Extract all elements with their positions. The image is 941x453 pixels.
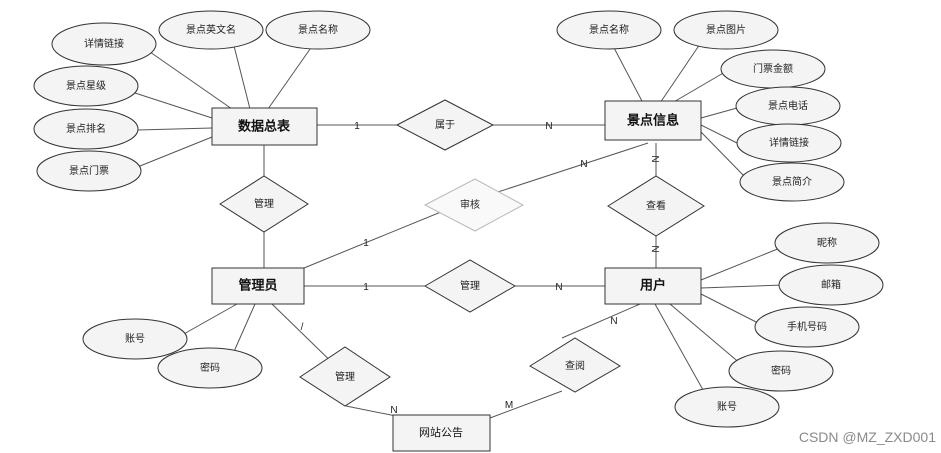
attribute-label: 账号 xyxy=(125,333,145,345)
attribute-summary-detail-link: 详情链接 xyxy=(51,22,157,66)
relation-belongs: 属于 xyxy=(395,99,495,151)
cardinality-label: N xyxy=(545,121,552,132)
attribute-user-password: 密码 xyxy=(728,350,834,392)
attribute-summary-ticket: 景点门票 xyxy=(36,150,142,192)
relation-label: 查看 xyxy=(646,199,666,212)
attribute-label: 景点简介 xyxy=(772,175,812,188)
attribute-label: 门票金额 xyxy=(753,62,793,75)
relation-query: 查阅 xyxy=(529,337,621,393)
entity-user: 用户 xyxy=(604,267,702,305)
attribute-summary-english-name: 景点英文名 xyxy=(158,10,264,50)
entity-label: 景点信息 xyxy=(627,113,679,129)
admin-attributes: 账号 密码 xyxy=(82,318,263,389)
cardinality-label: M xyxy=(505,400,513,411)
attribute-label: 景点星级 xyxy=(66,80,106,92)
attribute-user-nickname: 昵称 xyxy=(774,222,880,264)
attribute-label: 密码 xyxy=(771,364,791,377)
attribute-scenic-detail-link: 详情链接 xyxy=(736,123,842,163)
attribute-label: 景点英文名 xyxy=(186,23,236,36)
relation-review: 审核 xyxy=(423,178,525,232)
entity-label: 用户 xyxy=(639,278,666,294)
attribute-label: 景点图片 xyxy=(706,23,746,36)
relation-manage-notice: 管理 xyxy=(299,346,391,407)
cardinality-label: 1 xyxy=(363,282,369,293)
cardinality-label: N xyxy=(610,316,617,327)
attribute-scenic-phone: 景点电话 xyxy=(735,86,841,126)
relation-label: 审核 xyxy=(460,198,480,211)
attribute-label: 景点门票 xyxy=(69,164,109,177)
attribute-label: 景点名称 xyxy=(298,23,338,36)
entity-scenic: 景点信息 xyxy=(604,100,702,141)
entities: 数据总表 景点信息 管理员 用户 网站公告 xyxy=(211,100,702,452)
cardinality-label: / xyxy=(301,322,304,333)
connector-lines xyxy=(134,41,784,419)
entity-admin: 管理员 xyxy=(211,267,305,305)
relation-label: 管理 xyxy=(254,197,274,210)
attribute-scenic-intro: 景点简介 xyxy=(739,162,845,202)
entity-summary: 数据总表 xyxy=(211,107,318,146)
attribute-scenic-name: 景点名称 xyxy=(556,10,662,50)
attribute-label: 昵称 xyxy=(817,236,837,249)
cardinality-label: N xyxy=(649,155,660,162)
attribute-label: 邮箱 xyxy=(821,278,841,291)
attribute-label: 账号 xyxy=(717,401,737,413)
attribute-label: 详情链接 xyxy=(84,37,124,50)
cardinality-labels: 1 N N 1 N N 1 N / N M N xyxy=(301,121,660,416)
attribute-user-account: 账号 xyxy=(674,386,780,428)
cardinality-label: N xyxy=(580,159,587,170)
attribute-user-phone: 手机号码 xyxy=(754,306,860,348)
cardinality-label: N xyxy=(649,245,660,252)
attribute-label: 景点名称 xyxy=(589,23,629,36)
entity-label: 管理员 xyxy=(238,278,277,294)
cardinality-label: 1 xyxy=(363,238,369,249)
user-attributes: 昵称 邮箱 手机号码 密码 账号 xyxy=(674,222,884,428)
relation-label: 查阅 xyxy=(565,359,585,372)
attribute-admin-account: 账号 xyxy=(82,318,188,360)
cardinality-label: 1 xyxy=(354,121,360,132)
relation-view: 查看 xyxy=(607,175,705,237)
attribute-user-email: 邮箱 xyxy=(778,264,884,306)
attribute-label: 景点排名 xyxy=(66,122,106,135)
attribute-summary-name: 景点名称 xyxy=(265,10,371,50)
attribute-label: 手机号码 xyxy=(787,320,827,333)
entity-notice: 网站公告 xyxy=(392,414,491,452)
attribute-summary-star: 景点星级 xyxy=(33,65,139,107)
attribute-label: 密码 xyxy=(200,361,220,374)
watermark-text: CSDN @MZ_ZXD001 xyxy=(799,429,936,445)
attribute-label: 景点电话 xyxy=(768,99,808,112)
relation-label: 管理 xyxy=(335,370,355,383)
entity-label: 数据总表 xyxy=(238,119,291,135)
attribute-label: 详情链接 xyxy=(769,136,809,149)
scenic-attributes: 景点名称 景点图片 门票金额 景点电话 详情链接 景点简介 xyxy=(556,10,845,202)
attribute-admin-password: 密码 xyxy=(157,347,263,389)
relationships: 属于 管理 审核 查看 管理 管理 查阅 xyxy=(219,99,705,407)
relation-label: 属于 xyxy=(435,119,455,131)
cardinality-label: N xyxy=(390,405,397,416)
attribute-scenic-image: 景点图片 xyxy=(673,10,779,50)
cardinality-label: N xyxy=(555,282,562,293)
relation-label: 管理 xyxy=(460,279,480,292)
entity-label: 网站公告 xyxy=(419,425,463,439)
relation-manage-user: 管理 xyxy=(424,259,516,313)
attribute-scenic-ticket-price: 门票金额 xyxy=(720,49,826,89)
attribute-summary-rank: 景点排名 xyxy=(33,108,139,150)
relation-manage-summary: 管理 xyxy=(219,175,309,233)
summary-attributes: 详情链接 景点英文名 景点名称 景点星级 景点排名 景点门票 xyxy=(33,10,371,192)
